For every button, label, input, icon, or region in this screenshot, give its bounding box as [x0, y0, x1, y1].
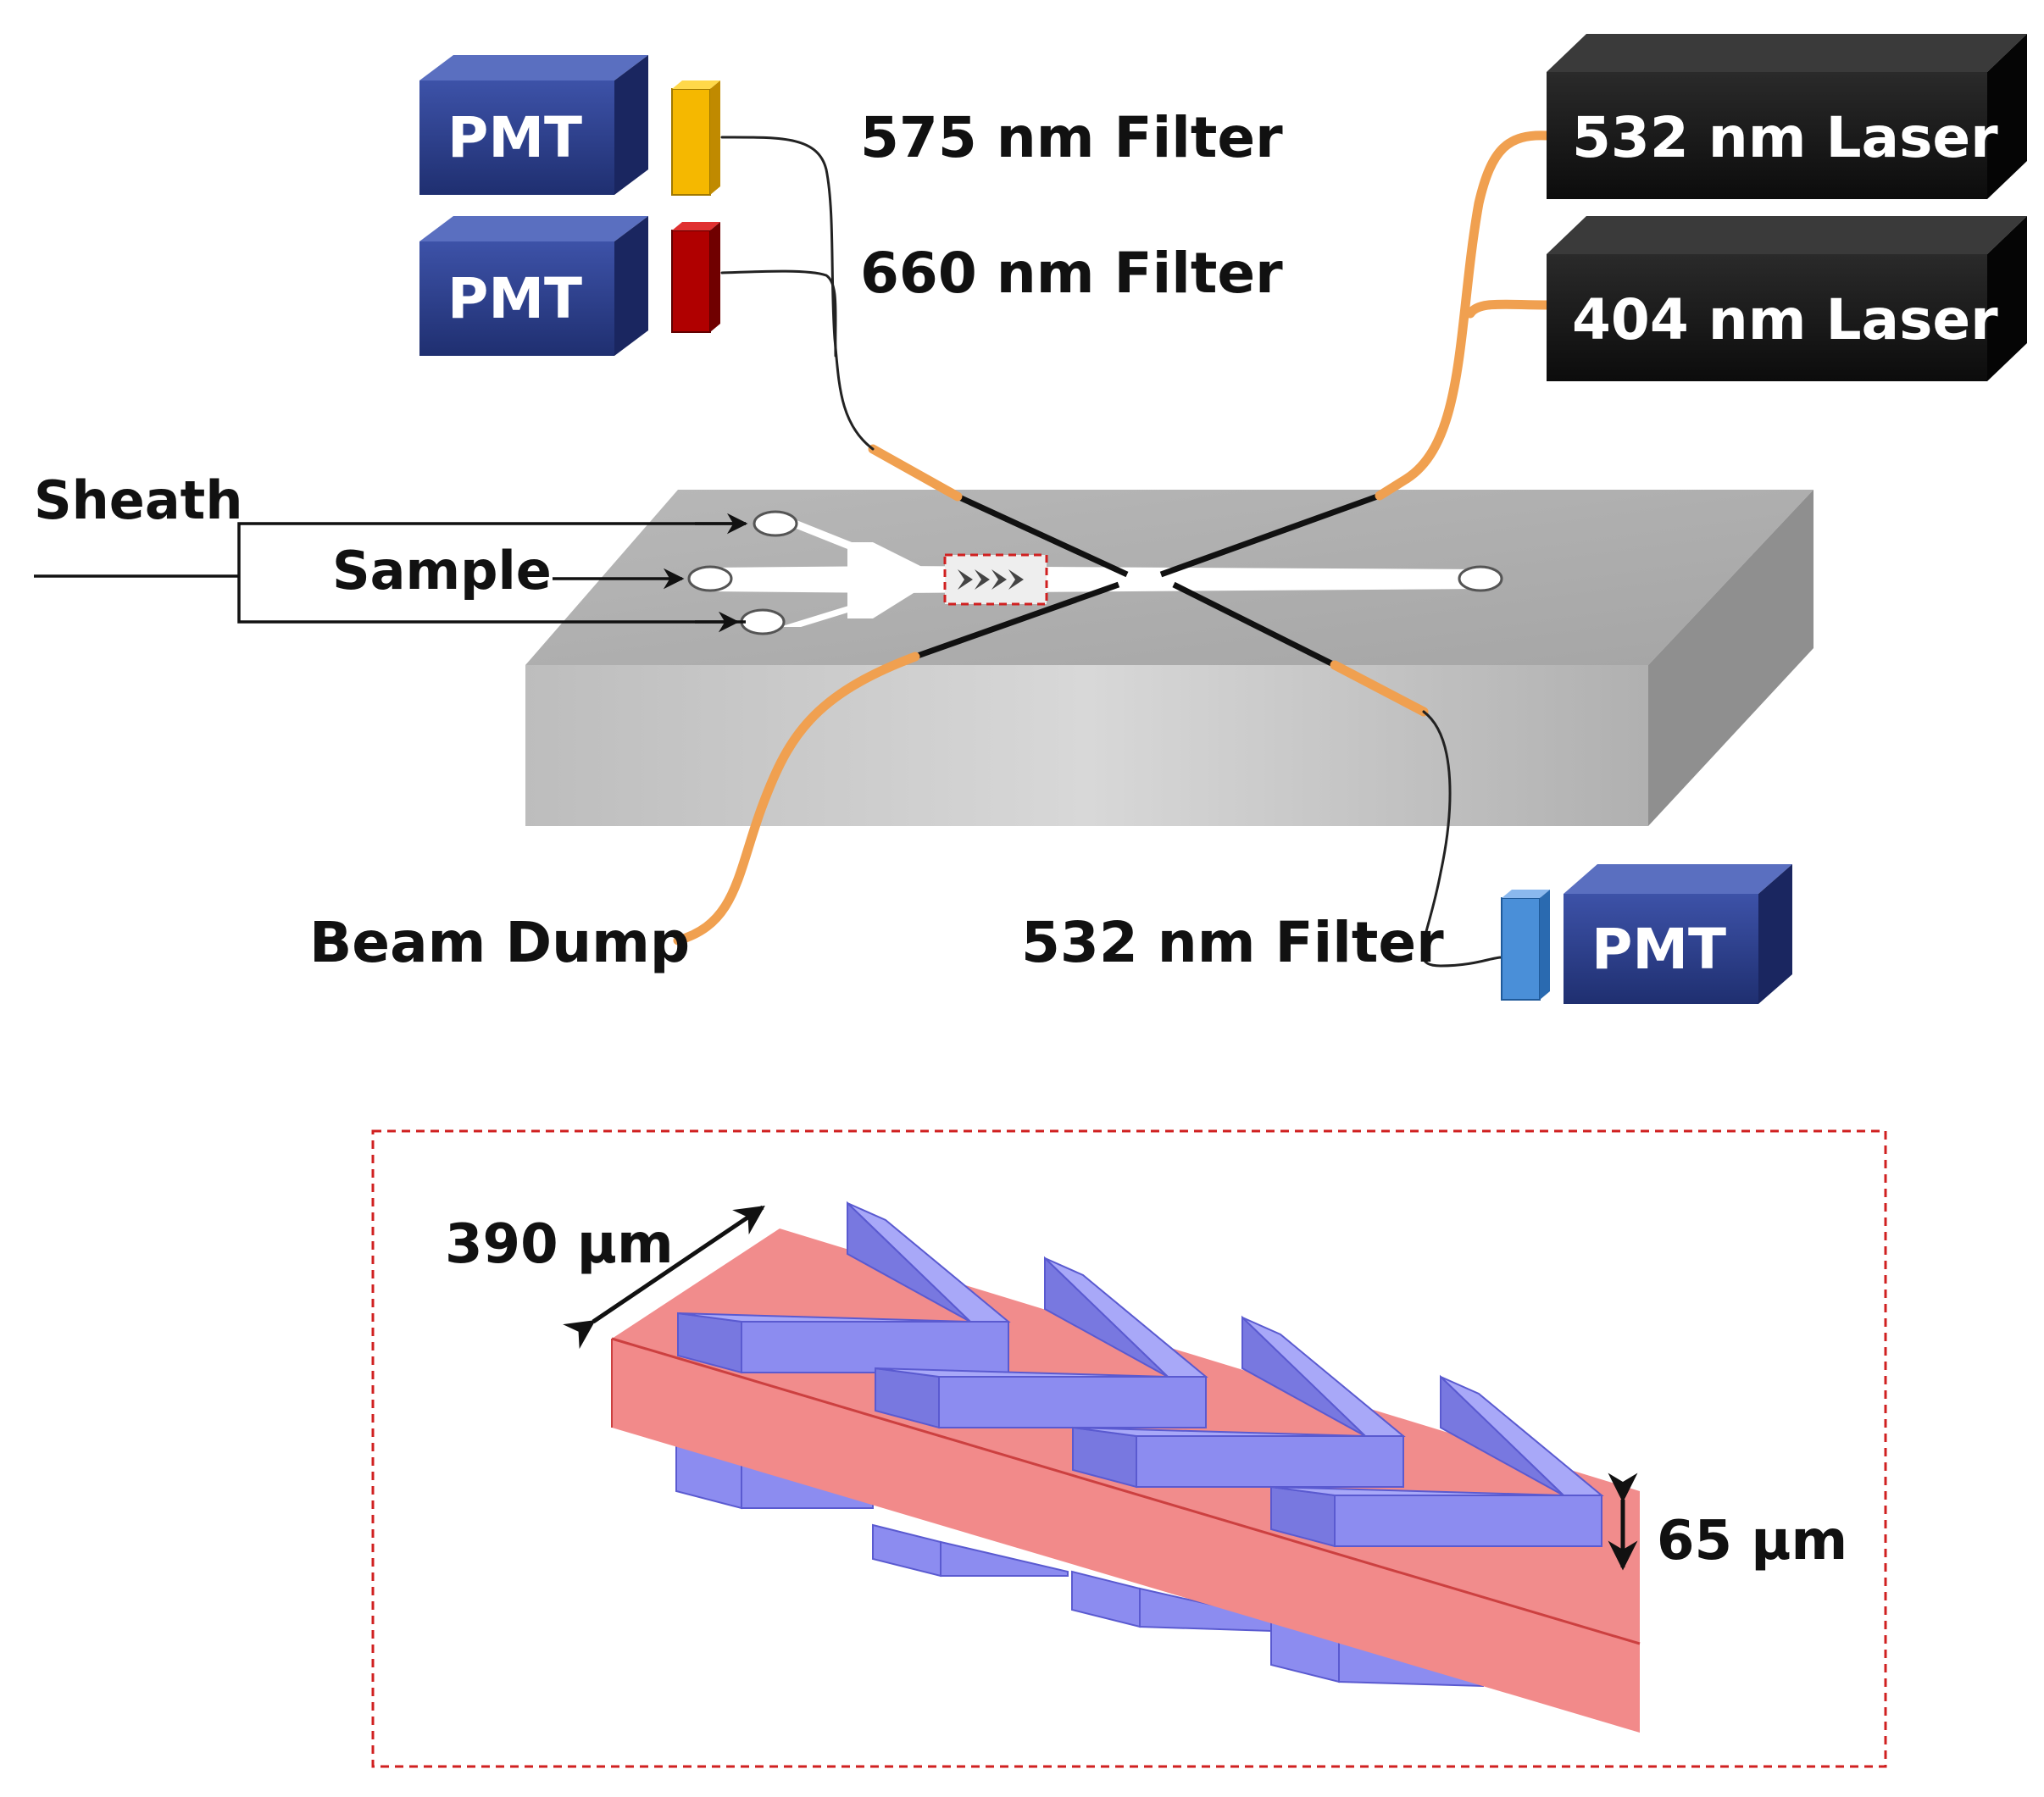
- width-label: 390 µm: [445, 1213, 674, 1276]
- laser-532-top: [1547, 34, 2027, 72]
- pmt-575-side: [614, 55, 648, 195]
- inset-frame: [371, 1129, 1887, 1768]
- filter-532-blue: [1501, 890, 1550, 1001]
- herringbone-chevron-2: [875, 1256, 1208, 1429]
- pmt-660-side: [614, 216, 648, 356]
- height-label: 65 µm: [1657, 1510, 1847, 1572]
- pmt-532-top: [1564, 864, 1792, 894]
- pmt-575: PMT: [419, 55, 648, 195]
- fiber-404-laser: [1465, 299, 1552, 319]
- filter-660-side: [710, 222, 720, 332]
- pmt-575-top: [419, 55, 648, 80]
- fiber-660-filter: [720, 269, 837, 358]
- waveguide-575-660: [956, 493, 1129, 578]
- laser-532-front: [1547, 72, 1987, 199]
- fiber-laser-stub: [1375, 474, 1412, 501]
- sample-inlet: [687, 565, 733, 592]
- waveguides: [914, 492, 1381, 668]
- filter-660-label: 660 nm Filter: [860, 241, 1283, 306]
- microfluidic-chip: [525, 490, 1813, 826]
- laser-404-top: [1547, 216, 2027, 254]
- input-lines: [34, 513, 748, 633]
- pmt-532-front: [1564, 894, 1758, 1004]
- waveguide-laser-in: [1159, 492, 1381, 578]
- main-channel: [708, 566, 1483, 593]
- outlet: [1458, 565, 1503, 592]
- waveguide-532-filter: [1172, 581, 1336, 668]
- herringbone-inset: [563, 1201, 1641, 1733]
- sheath-inlet-bottom: [740, 608, 786, 635]
- filter-575-top: [672, 80, 720, 89]
- pmt-660-front: [419, 241, 614, 356]
- herringbone-chevron-3: [1072, 1315, 1406, 1489]
- fiber-532-filter-stub: [1330, 660, 1429, 717]
- herringbone-chevron-4: [1270, 1374, 1604, 1548]
- laser-404-front: [1547, 254, 1987, 381]
- chip-front-face: [525, 665, 1648, 826]
- fiber-532-laser: [1402, 130, 1552, 484]
- filter-660-top: [672, 222, 720, 230]
- fiber-532-filter: [1420, 710, 1503, 968]
- pmt-532-side: [1758, 864, 1792, 1004]
- sheath-label: Sheath: [34, 469, 242, 531]
- laser-532-side: [1987, 34, 2027, 199]
- channel-funnel: [847, 542, 941, 618]
- pmt-660-top: [419, 216, 648, 241]
- laser-532-label: 532 nm Laser: [1572, 105, 1998, 170]
- channel-edge: [611, 1337, 1641, 1645]
- filter-532-front: [1501, 897, 1541, 1001]
- filter-532-side: [1540, 890, 1550, 1000]
- filter-575-front: [671, 88, 711, 196]
- filter-660-red: [671, 222, 720, 333]
- pmt-532: PMT: [1564, 864, 1792, 1004]
- laser-404-label: 404 nm Laser: [1572, 287, 1998, 352]
- filter-532-top: [1502, 890, 1550, 898]
- waveguide-beam-dump: [914, 581, 1120, 660]
- herringbone-chevrons-icon: [958, 569, 1024, 590]
- laser-404-side: [1987, 216, 2027, 381]
- pmt-660: PMT: [419, 216, 648, 356]
- fiber-575-filter: [720, 136, 875, 451]
- laser-532: 532 nm Laser: [1547, 34, 2027, 199]
- herringbone-zoom-box: [943, 553, 1048, 606]
- pmt-532-label: PMT: [1591, 917, 1726, 982]
- chip-side-face: [1648, 490, 1813, 826]
- sheath-bracket: [237, 522, 746, 624]
- pmt-575-front: [419, 80, 614, 195]
- pmt-660-label: PMT: [447, 266, 582, 331]
- filter-575-yellow: [671, 80, 720, 196]
- sheath-inlet-top: [753, 510, 798, 537]
- beam-dump-label: Beam Dump: [309, 910, 690, 975]
- sample-label: Sample: [332, 540, 552, 602]
- filter-660-front: [671, 230, 711, 333]
- filter-575-side: [710, 80, 720, 195]
- width-dimension-arrow: [563, 1205, 765, 1350]
- pmt-575-label: PMT: [447, 105, 582, 170]
- filter-532-label: 532 nm Filter: [1021, 910, 1444, 975]
- fiber-575-660-stub: [868, 444, 963, 502]
- fiber-beam-dump: [673, 652, 920, 946]
- laser-404: 404 nm Laser: [1547, 216, 2027, 381]
- filter-575-label: 575 nm Filter: [860, 105, 1283, 170]
- channel-front-face: [612, 1339, 1640, 1733]
- optical-fibers: [673, 130, 1552, 968]
